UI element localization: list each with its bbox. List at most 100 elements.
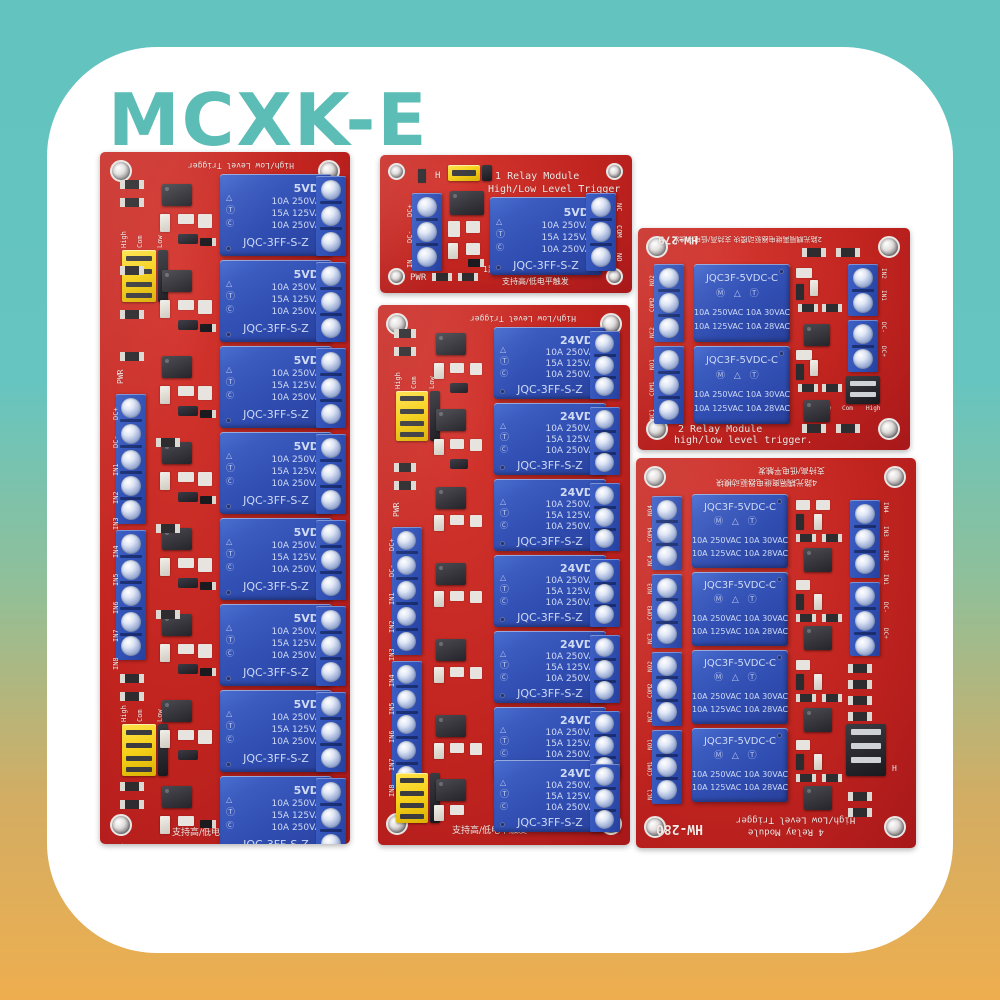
silkscreen-chinese-label: 支持高/低电平触发 — [452, 826, 528, 836]
output-terminal-8[interactable] — [316, 778, 346, 844]
resistor — [796, 614, 817, 622]
label-in3: IN3 — [112, 517, 120, 530]
relay-1: 5VDC 10A 250VAC 15A 125VAC 10A 250VAC JQ… — [490, 197, 602, 275]
silkscreen-title-line1: L 1 Relay Module — [483, 171, 580, 182]
smd-part — [178, 386, 194, 396]
label-dc-minus: DC- — [882, 602, 889, 613]
resistor — [120, 674, 145, 683]
resistor — [120, 180, 145, 189]
silkscreen-chinese-line1: 4路光耦隔离继电器驱动模块 — [716, 478, 818, 488]
smd-part — [796, 364, 804, 380]
relay-3: 24VDC 10A 250VAC 15A 125VAC 10A 250VAC J… — [494, 479, 606, 551]
label-com1: COM1 — [647, 761, 654, 776]
jumper-high-low-selector[interactable] — [122, 250, 156, 302]
relay-4: 24VDC 10A 250VAC 15A 125VAC 10A 250VAC J… — [494, 555, 606, 627]
jumper-high-low-selector[interactable] — [448, 165, 480, 181]
output-terminal-block-2[interactable] — [654, 346, 684, 424]
jumper-header-pins[interactable] — [430, 391, 440, 441]
output-terminal-5[interactable] — [590, 635, 620, 703]
label-in2: IN2 — [880, 268, 887, 279]
input-terminal-block-a[interactable] — [392, 527, 422, 655]
smd-part — [796, 350, 812, 360]
jumper-label-high: High — [394, 372, 402, 389]
optocoupler-ic — [162, 528, 192, 550]
jumper-label-high-2: High — [120, 705, 128, 722]
board-8-channel-relay[interactable]: High/Low Level Trigger 支持高/低电平触发 5VDC 10… — [100, 152, 350, 844]
output-terminal-block[interactable] — [586, 193, 616, 271]
input-terminal-block[interactable] — [848, 264, 878, 316]
smd-part — [450, 515, 464, 525]
jumper-header-block[interactable] — [846, 376, 880, 404]
power-terminal-block[interactable] — [848, 320, 878, 372]
jumper-header-pins-2[interactable] — [158, 724, 168, 776]
optocoupler-ic — [436, 563, 466, 585]
silkscreen-title-line2: High/Low Level Trigger — [736, 814, 856, 825]
smd-part — [796, 754, 804, 770]
board-2-channel-relay-hw279[interactable]: 2路光耦隔离继电器驱动模块 支持高/低电平触发 HW-279 2 Relay M… — [638, 228, 910, 450]
output-terminal-block-3[interactable] — [652, 574, 682, 648]
smd-part — [198, 730, 212, 744]
resistor — [822, 614, 843, 622]
label-in7: IN7 — [388, 758, 396, 771]
power-terminal-block[interactable] — [850, 582, 880, 656]
status-led — [814, 594, 822, 610]
status-led — [160, 386, 170, 404]
board-4-channel-relay-hw280[interactable]: 4路光耦隔离继电器驱动模块 支持高/低电平触发 HW-280 4 Relay M… — [636, 458, 916, 848]
capacitor — [178, 578, 198, 588]
diode — [200, 582, 216, 590]
output-terminal-7[interactable] — [316, 692, 346, 772]
jumper-header-pins-2[interactable] — [430, 773, 440, 823]
resistor — [120, 266, 145, 275]
silkscreen-title-line1: 2 Relay Module — [678, 424, 763, 435]
label-com2: COM2 — [649, 297, 656, 312]
status-led — [160, 472, 170, 490]
smd-part — [466, 221, 480, 233]
output-terminal-3[interactable] — [316, 348, 346, 428]
jumper-label-com: Com — [136, 235, 144, 248]
output-terminal-block-1[interactable] — [652, 730, 682, 804]
input-terminal-block[interactable] — [412, 193, 442, 271]
resistor — [120, 198, 145, 207]
board-8-channel-24v-relay[interactable]: High/Low Level Trigger 支持高/低电平触发 24VDC 1… — [378, 305, 630, 845]
board-1-channel-relay[interactable]: L 1 Relay Module High/Low Level Trigger … — [380, 155, 632, 293]
output-terminal-block-2[interactable] — [652, 652, 682, 726]
output-terminal-1[interactable] — [316, 176, 346, 256]
output-terminal-3[interactable] — [590, 483, 620, 551]
jumper-label-com: Com — [842, 405, 853, 412]
label-nc2: NC2 — [647, 711, 654, 722]
jumper-high-low-selector-2[interactable] — [122, 724, 156, 776]
mounting-hole — [388, 163, 405, 180]
output-terminal-7[interactable] — [590, 764, 620, 832]
jumper-header-pins[interactable] — [482, 165, 492, 181]
status-led — [434, 805, 444, 821]
jumper-header-block[interactable] — [846, 724, 886, 776]
smd-part — [198, 386, 212, 400]
output-terminal-2[interactable] — [316, 262, 346, 342]
output-terminal-2[interactable] — [590, 407, 620, 475]
output-terminal-1[interactable] — [590, 331, 620, 399]
mounting-hole — [878, 418, 900, 440]
output-terminal-4[interactable] — [590, 559, 620, 627]
label-pwr: PWR — [116, 369, 125, 384]
status-led — [448, 243, 458, 259]
label-in3: IN3 — [882, 526, 889, 537]
resistor — [458, 273, 479, 281]
label-no2: NO2 — [649, 275, 656, 286]
output-terminal-6[interactable] — [316, 606, 346, 686]
capacitor — [178, 750, 198, 760]
diode — [200, 324, 216, 332]
output-terminal-block-4[interactable] — [652, 496, 682, 570]
jumper-high-low-selector[interactable] — [396, 391, 428, 441]
output-terminal-5[interactable] — [316, 520, 346, 600]
input-terminal-block[interactable] — [850, 500, 880, 578]
jumper-label-com: Com — [410, 376, 418, 389]
jumper-high-low-selector-2[interactable] — [396, 773, 428, 823]
output-terminal-4[interactable] — [316, 434, 346, 514]
mounting-hole — [884, 816, 906, 838]
optocoupler-ic — [436, 779, 466, 801]
output-terminal-block-1[interactable] — [654, 264, 684, 342]
input-terminal-block-b[interactable] — [116, 530, 146, 660]
label-dc-plus: DC+ — [112, 407, 120, 420]
input-terminal-block-a[interactable] — [116, 394, 146, 524]
input-terminal-block-b[interactable] — [392, 661, 422, 789]
